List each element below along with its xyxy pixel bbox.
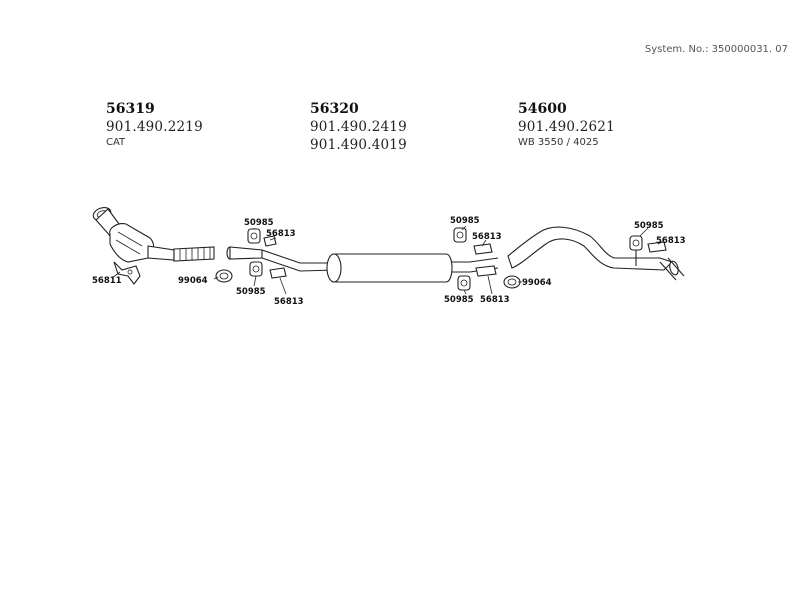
oem-reference: 901.490.2219 xyxy=(106,119,203,135)
center-muffler xyxy=(326,253,499,283)
middle-pipe xyxy=(226,246,337,272)
callout-50985: 50985 xyxy=(236,287,266,297)
part-group-front: 56319 901.490.2219 CAT xyxy=(106,100,203,150)
rubber-hanger-a xyxy=(247,228,261,244)
rubber-hanger-c xyxy=(453,227,467,243)
callout-56813: 56813 xyxy=(274,297,304,307)
callout-56813: 56813 xyxy=(472,232,502,242)
callout-56811: 56811 xyxy=(92,276,122,286)
part-group-middle: 56320 901.490.2419 901.490.4019 xyxy=(310,100,407,154)
flange-gasket-a xyxy=(215,269,233,283)
callout-99064: 99064 xyxy=(178,276,208,286)
rear-pipe xyxy=(507,226,685,281)
rubber-hanger-e xyxy=(629,235,643,266)
oem-reference: 901.490.2419 xyxy=(310,119,407,135)
clamp-d xyxy=(475,265,497,277)
part-note: CAT xyxy=(106,137,126,148)
catalytic-converter xyxy=(92,207,215,285)
rubber-hanger-b xyxy=(249,261,263,277)
clamp-a xyxy=(263,235,277,247)
oem-reference: 901.490.4019 xyxy=(310,137,407,153)
clamp-e xyxy=(647,241,667,253)
part-number: 56320 xyxy=(310,101,359,117)
callout-56813: 56813 xyxy=(266,229,296,239)
part-note: WB 3550 / 4025 xyxy=(518,137,599,148)
part-number: 56319 xyxy=(106,101,155,117)
flange-gasket-b xyxy=(503,275,521,289)
callout-50985: 50985 xyxy=(444,295,474,305)
callout-50985: 50985 xyxy=(634,221,664,231)
system-number: System. No.: 350000031. 07 xyxy=(644,44,788,55)
rubber-hanger-d xyxy=(457,275,471,291)
leader-lines xyxy=(111,225,663,295)
clamp-c xyxy=(473,243,493,255)
callout-56813: 56813 xyxy=(480,295,510,305)
clamp-b xyxy=(269,267,287,279)
callout-99064: 99064 xyxy=(522,278,552,288)
oem-reference: 901.490.2621 xyxy=(518,119,615,135)
callout-56813: 56813 xyxy=(656,236,686,246)
callout-50985: 50985 xyxy=(244,218,274,228)
part-group-rear: 54600 901.490.2621 WB 3550 / 4025 xyxy=(518,100,615,150)
callout-50985: 50985 xyxy=(450,216,480,226)
part-number: 54600 xyxy=(518,101,567,117)
